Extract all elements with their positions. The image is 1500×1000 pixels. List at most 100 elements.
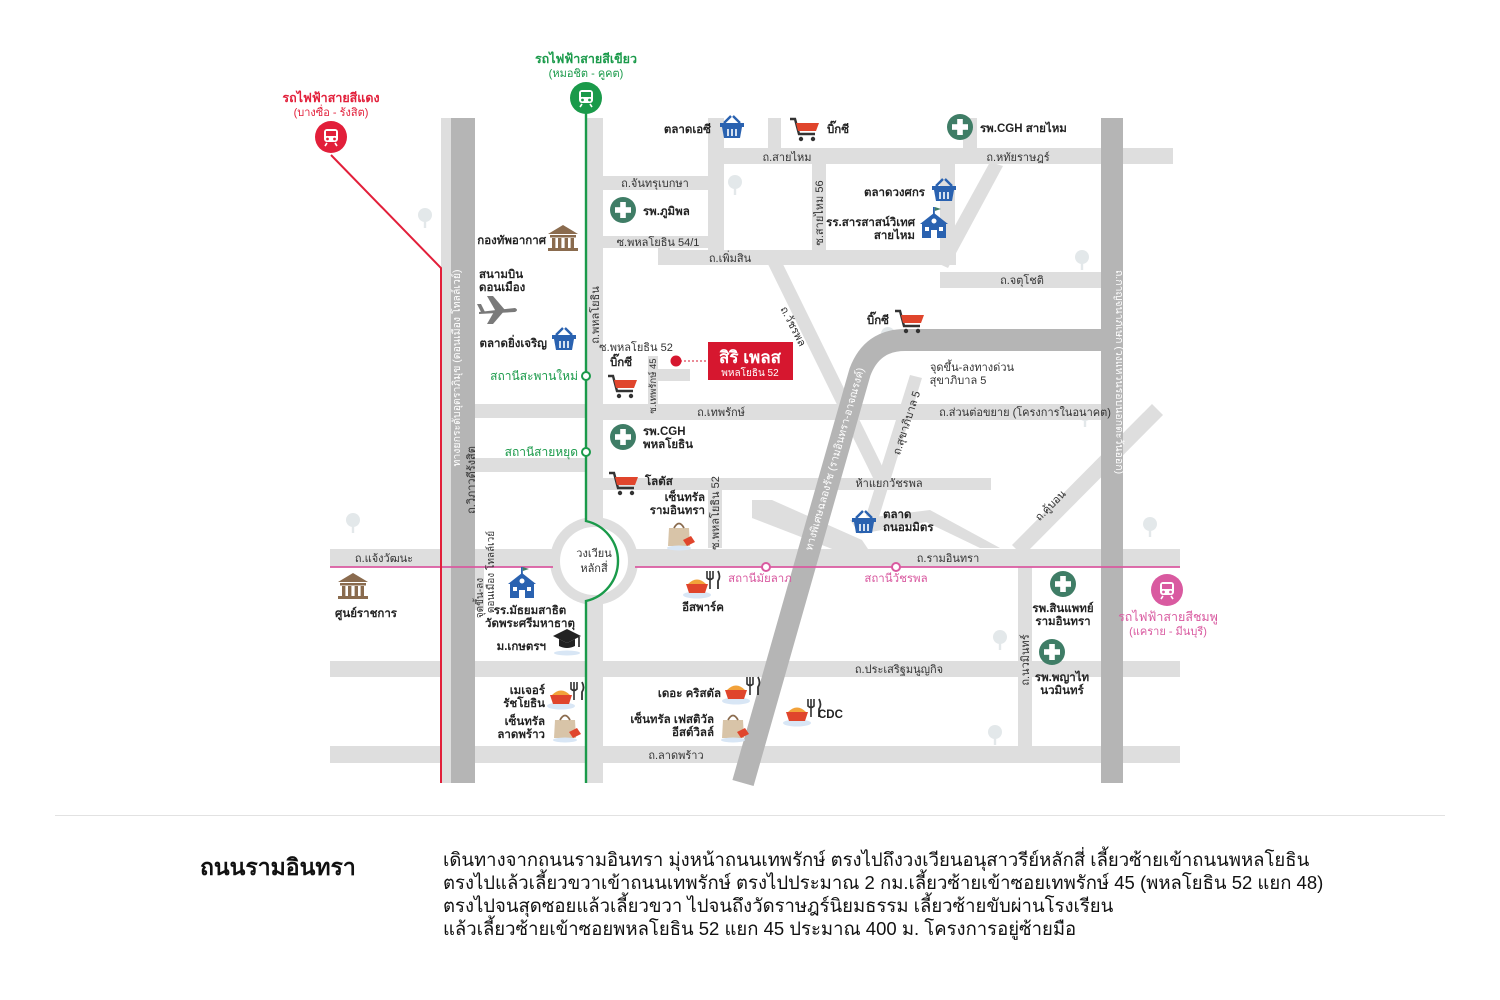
project-name: สิริ เพลส — [719, 348, 782, 367]
pink-line-name: รถไฟฟ้าสายสีชมพู — [1118, 610, 1218, 625]
restaurant-icon — [722, 676, 761, 705]
landmark-don-mueang-2: ดอนเมือง — [479, 281, 526, 294]
landmark-bigc-top: บิ๊กซี — [827, 120, 849, 136]
road-vibhavadi: ถ.วิภาวดีรังสิต — [465, 446, 478, 514]
landmark-phyathai-1: รพ.พญาไท — [1035, 670, 1090, 684]
red-line-name: รถไฟฟ้าสายสีแดง — [282, 90, 379, 105]
landmark-cgh-phahol-1: รพ.CGH — [643, 426, 686, 438]
road-prasert: ถ.ประเสริฐมนูญกิจ — [855, 664, 943, 676]
expressway-exit-label-2: สุขาภิบาล 5 — [930, 375, 987, 387]
landmark-air-force: กองทัพอากาศ — [477, 234, 546, 247]
landmark-talat-ying-charoen: ตลาดยิ่งเจริญ — [480, 334, 548, 350]
green-line-route: (หมอชิต - คูคต) — [549, 68, 624, 80]
landmarks: ตลาดเอซี บิ๊กซี รพ.CGH สายไหม ตลาดวงศกร … — [335, 114, 1094, 744]
landmark-major-2: รัชโยธิน — [503, 695, 545, 710]
road-nawamin: ถ.นวมินทร์ — [1019, 634, 1032, 685]
landmark-central-fest-2: อีสต์วิลล์ — [672, 725, 714, 739]
directions-line: ตรงไปแล้วเลี้ยวขวาเข้าถนนเทพรักษ์ ตรงไปป… — [443, 872, 1324, 893]
station-sai-yut: สถานีสายหยุด — [505, 445, 578, 460]
market-icon — [550, 326, 578, 352]
road-chatu-chot: ถ.จตุโชติ — [1000, 273, 1044, 287]
restaurant-icon — [683, 570, 721, 599]
road-lat-phrao: ถ.ลาดพร้าว — [648, 750, 703, 762]
graduation-cap-icon — [552, 628, 582, 657]
landmark-don-mueang-1: สนามบิน — [479, 268, 523, 281]
station-mayalap: สถานีมัยลาภ — [728, 572, 792, 585]
landmark-sarasas-1: รร.สารสาสน์วิเทศ — [826, 215, 916, 229]
pink-line-icon: รถไฟฟ้าสายสีชมพู (แคราย - มีนบุรี) — [1118, 574, 1218, 638]
road-kanchanaphisek: ถ.กาญจนาภิเษก (วงแหวนรอบนอกตะวันออก) — [1113, 270, 1125, 474]
tollway-exit-label-1: จุดขึ้น-ลง — [472, 578, 486, 618]
road-phahol-52: ซ.พหลโยธิน 52 — [599, 340, 673, 354]
landmark-kasetsart: ม.เกษตรฯ — [497, 641, 546, 653]
landmark-the-crystal: เดอะ คริสตัล — [658, 687, 721, 700]
road-extension: ถ.ส่วนต่อขยาย (โครงการในอนาคต) — [939, 405, 1111, 419]
green-line-name: รถไฟฟ้าสายสีเขียว — [535, 51, 637, 66]
road-ram-inthra: ถ.รามอินทรา — [917, 553, 980, 565]
landmark-central-fest-1: เซ็นทรัล เฟสติวัล — [630, 711, 714, 726]
location-map: วงเวียน หลักสี่ สถานีสะพานใหม่ สถานีสายห… — [282, 51, 1218, 787]
landmark-major-1: เมเจอร์ — [510, 683, 546, 697]
landmark-talat-thanom-2: ถนอมมิตร — [883, 521, 934, 534]
landmark-central-ram-2: รามอินทรา — [650, 504, 705, 517]
landmark-talat-or-sor: ตลาดเอซี — [664, 123, 711, 136]
lak-si-roundabout: วงเวียน หลักสี่ — [550, 517, 638, 605]
landmark-mattayom-1: รร.มัธยมสาธิต — [494, 604, 566, 617]
road-phahol-54-1: ซ.พหลโยธิน 54/1 — [617, 235, 700, 249]
directions-line: ตรงไปจนสุดซอยแล้วเลี้ยวขวา ไปจนถึงวัดราษ… — [443, 895, 1114, 916]
landmark-phyathai-2: นวมินทร์ — [1040, 683, 1084, 697]
rail-lines — [330, 98, 1180, 783]
landmark-gov-center: ศูนย์ราชการ — [335, 606, 398, 621]
road-theparak-45: ซ.เทพรักษ์ 45 — [647, 358, 659, 413]
restaurant-icon — [783, 698, 822, 727]
shopping-bag-icon — [552, 714, 582, 744]
landmark-cdc: CDC — [818, 709, 843, 721]
station-markers: สถานีสะพานใหม่ สถานีสายหยุด สถานีมัยลาภ … — [490, 369, 928, 585]
landmark-cgh-sai-mai: รพ.CGH สายไหม — [980, 121, 1067, 135]
landmark-talat-wongsakorn: ตลาดวงศกร — [864, 187, 926, 199]
label-lak-si-1: วงเวียน — [576, 547, 612, 560]
landmark-bigc-mid: บิ๊กซี — [867, 311, 889, 327]
road-phahonyothin: ถ.พหลโยธิน — [588, 286, 602, 344]
green-line-icon: รถไฟฟ้าสายสีเขียว (หมอชิต - คูคต) — [535, 51, 637, 114]
landmark-bigc-small: บิ๊กซี — [610, 353, 632, 369]
landmark-synphaet-1: รพ.สินแพทย์ — [1032, 601, 1093, 615]
road-sai-mai-56: ซ.สายไหม 56 — [813, 180, 826, 245]
road-chanthra: ถ.จันทรุเบกษา — [621, 178, 689, 190]
road-tollway: ทางยกระดับอุตราภิมุข (ดอนเมือง โทลล์เวย์… — [450, 269, 463, 466]
station-watcharaphon: สถานีวัชรพล — [864, 572, 927, 585]
road-phoem-sin: ถ.เพิ่มสิน — [709, 250, 752, 265]
landmark-talat-thanom-1: ตลาด — [883, 509, 911, 521]
directions-body: เดินทางจากถนนรามอินทรา มุ่งหน้าถนนเทพรัก… — [443, 848, 1443, 940]
airplane-icon — [477, 296, 517, 324]
project-marker: สิริ เพลส พหลโยธิน 52 — [670, 342, 793, 380]
landmark-icon — [338, 573, 368, 599]
road-sai-mai: ถ.สายไหม — [762, 151, 811, 164]
restaurant-icon — [547, 681, 585, 710]
label-lak-si-2: หลักสี่ — [580, 560, 608, 575]
hospital-icon — [1050, 571, 1076, 597]
landmark-sarasas-2: สายไหม — [874, 228, 915, 242]
landmark-central-lp-2: ลาดพร้าว — [497, 728, 545, 741]
landmark-icon — [548, 225, 578, 251]
section-divider — [55, 815, 1445, 816]
road-chaeng-watthana: ถ.แจ้งวัฒนะ — [355, 553, 413, 565]
landmark-mattayom-2: วัดพระศรีมหาธาตุ — [485, 617, 575, 631]
pink-line-route: (แคราย - มีนบุรี) — [1129, 625, 1207, 638]
school-icon — [508, 567, 536, 598]
landmark-bhumibol: รพ.ภูมิพล — [643, 205, 690, 219]
hospital-icon — [1039, 639, 1065, 665]
project-sub: พหลโยธิน 52 — [721, 366, 779, 379]
hospital-icon — [610, 197, 636, 223]
road-soi-39: ซ.พหลโยธิน 52 — [708, 476, 722, 550]
minor-roads — [330, 118, 1180, 763]
major-roads — [330, 118, 1180, 787]
road-hathai-rat: ถ.หทัยราษฎร์ — [986, 151, 1049, 164]
landmark-central-lp-1: เซ็นทรัล — [505, 713, 545, 728]
landmark-central-ram-1: เซ็นทรัล — [665, 489, 705, 504]
landmark-esplanade: อีสพาร์ค — [682, 600, 724, 614]
tollway-exit-label-2: ดอนเมือง โทลล์เวย์ — [484, 531, 497, 613]
landmark-cgh-phahol-2: พหลโยธิน — [643, 436, 693, 451]
hospital-icon — [610, 424, 636, 450]
landmark-synphaet-2: รามอินทรา — [1035, 615, 1090, 628]
